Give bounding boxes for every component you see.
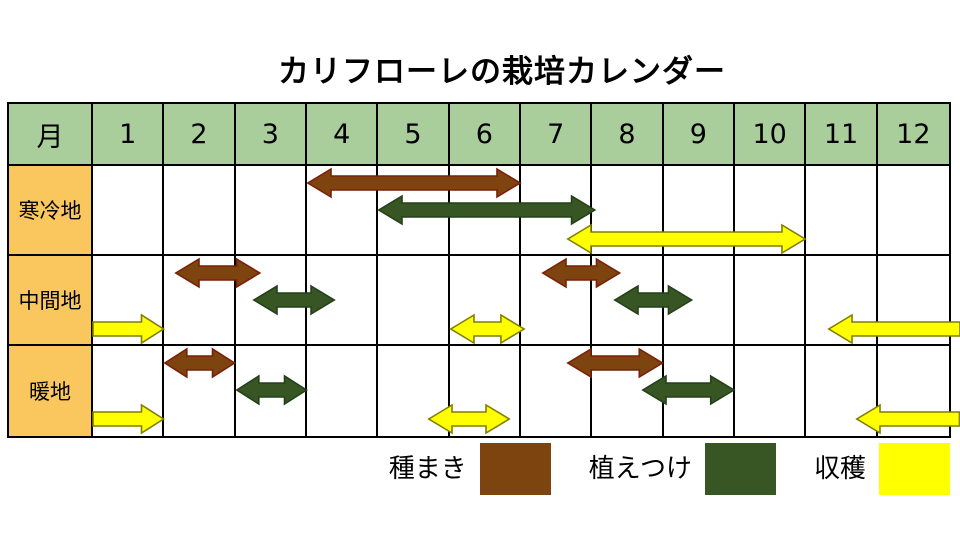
harvest-arrow-shape (427, 403, 512, 435)
legend-item-planting: 植えつけ (589, 443, 776, 495)
month-header-cell: 6 (449, 104, 521, 166)
seeding-arrow-shape (163, 347, 237, 379)
month-header-corner: 月 (9, 104, 93, 166)
planting-arrow (377, 194, 597, 226)
harvest-arrow (566, 223, 808, 255)
region-label: 中間地 (9, 256, 93, 346)
planting-arrow-shape (612, 284, 693, 316)
legend-label-seeding: 種まき (388, 454, 467, 484)
seeding-arrow (306, 167, 522, 199)
seeding-arrow (566, 347, 665, 379)
legend-item-harvest: 収穫 (814, 443, 950, 495)
planting-arrow-shape (252, 284, 337, 316)
harvest-arrow (92, 313, 166, 345)
harvest-arrow-shape (566, 223, 808, 255)
seeding-arrow-shape (306, 167, 522, 199)
planting-arrow-shape (641, 374, 736, 406)
seeding-arrow (174, 257, 262, 289)
legend: 種まき 植えつけ 収穫 (389, 443, 950, 495)
planting-arrow (234, 374, 308, 406)
harvest-arrow-shape (92, 403, 166, 435)
grid-cell (235, 166, 307, 256)
grid-cell (806, 166, 878, 256)
planting-color-swatch (704, 443, 776, 495)
seeding-arrow (541, 257, 622, 289)
month-header-cell: 3 (235, 104, 307, 166)
region-label: 暖地 (9, 346, 93, 436)
harvest-arrow (855, 403, 960, 435)
chart-title: カリフローレの栽培カレンダー (278, 54, 726, 90)
grid-cell (164, 166, 236, 256)
month-header-cell: 11 (806, 104, 878, 166)
month-header-cell: 1 (93, 104, 165, 166)
planting-arrow (641, 374, 736, 406)
month-header-cell: 9 (663, 104, 735, 166)
planting-arrow-shape (377, 194, 597, 226)
legend-label-planting: 植えつけ (588, 454, 692, 484)
month-header-cell: 2 (164, 104, 236, 166)
harvest-arrow-shape (826, 313, 960, 345)
month-header-cell: 10 (735, 104, 807, 166)
planting-arrow-shape (234, 374, 308, 406)
harvest-arrow (448, 313, 526, 345)
harvest-arrow (826, 313, 960, 345)
seeding-arrow-shape (174, 257, 262, 289)
harvest-arrow-shape (855, 403, 960, 435)
harvest-arrow (92, 403, 166, 435)
seeding-color-swatch (479, 443, 551, 495)
harvest-color-swatch (879, 443, 950, 495)
month-header-cell: 5 (378, 104, 450, 166)
planting-arrow (612, 284, 693, 316)
month-header-cell: 8 (592, 104, 664, 166)
harvest-arrow-shape (92, 313, 166, 345)
month-header-cell: 4 (307, 104, 379, 166)
seeding-arrow (163, 347, 237, 379)
seeding-arrow-shape (566, 347, 665, 379)
grid-cell (378, 256, 450, 346)
legend-item-seeding: 種まき (389, 443, 551, 495)
grid-cell (307, 346, 379, 436)
legend-label-harvest: 収穫 (813, 454, 866, 484)
month-header-cell: 12 (877, 104, 949, 166)
grid-cell (877, 166, 949, 256)
harvest-arrow-shape (448, 313, 526, 345)
harvest-arrow (427, 403, 512, 435)
planting-arrow (252, 284, 337, 316)
grid-cell (93, 166, 165, 256)
seeding-arrow-shape (541, 257, 622, 289)
region-label: 寒冷地 (9, 166, 93, 256)
grid-cell (735, 346, 807, 436)
month-header-cell: 7 (521, 104, 593, 166)
grid-cell (735, 256, 807, 346)
